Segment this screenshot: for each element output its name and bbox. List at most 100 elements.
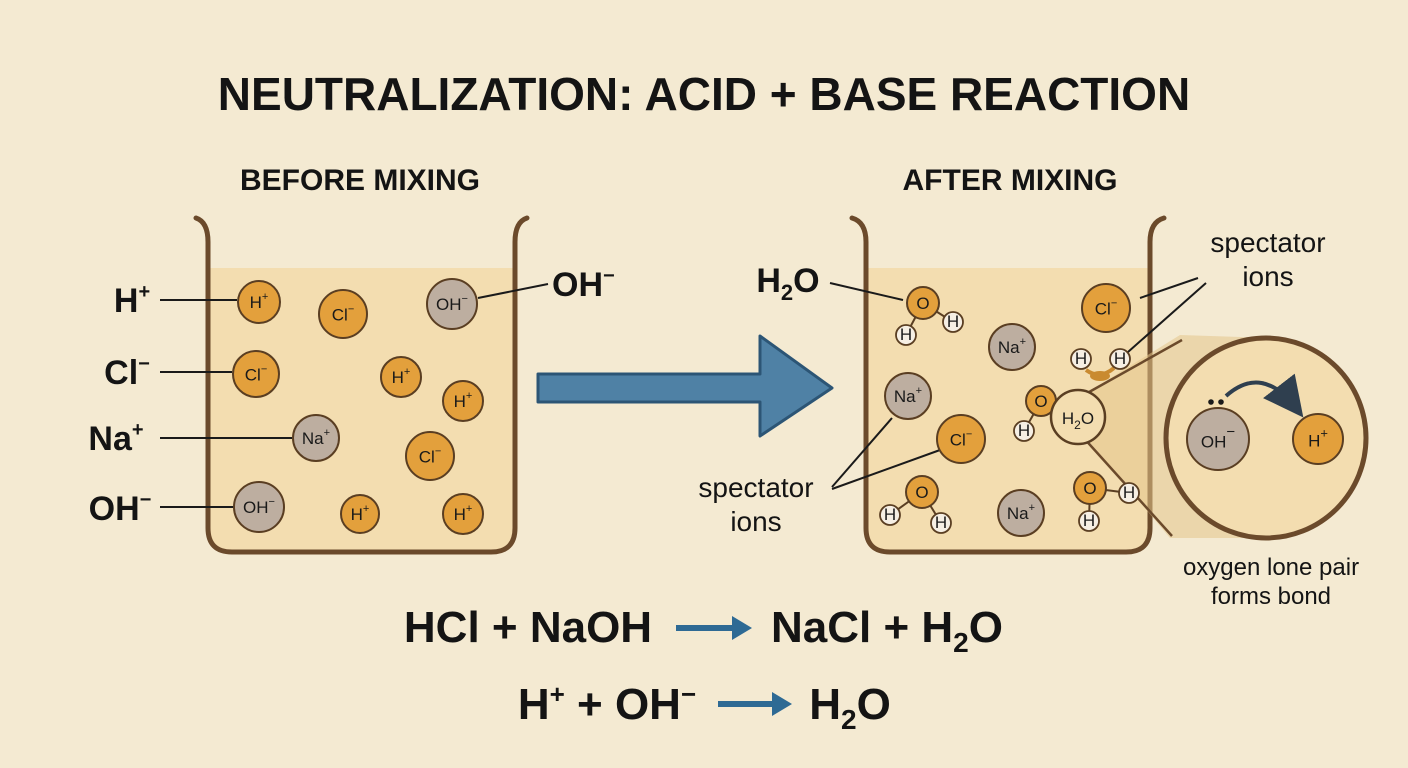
hydrogen-atom: H <box>942 311 964 333</box>
zoom-callout <box>1081 335 1369 541</box>
leader-line <box>831 417 893 488</box>
lone-pair-dot <box>1208 399 1214 405</box>
sodium-ion-text: Na+ <box>1007 502 1035 523</box>
oxygen-atom-shape <box>906 286 940 320</box>
hydrogen-atom-text: H <box>1075 349 1087 368</box>
hydrogen-atom-shape <box>930 512 952 534</box>
hydrogen-ion-text: H+ <box>351 503 370 524</box>
chloride-ion: Cl− <box>1081 283 1131 333</box>
hydrogen-ion-shape <box>340 494 380 534</box>
chloride-ion-text: Cl− <box>1095 297 1118 318</box>
oxygen-atom-shape <box>905 475 939 509</box>
ionic-equation-right: H2O <box>809 680 891 735</box>
zoom-hydroxide-ion-shape <box>1186 407 1250 471</box>
hydrogen-ion: H+ <box>237 280 281 324</box>
hydrogen-ion-shape <box>442 380 484 422</box>
hydrogen-atom-text: H <box>900 325 912 344</box>
before-beaker-outline <box>193 215 530 555</box>
hydrogen-atom-shape <box>879 504 901 526</box>
electron-arrow <box>1224 373 1304 418</box>
sodium-ion: Na+ <box>292 414 340 462</box>
hydrogen-ion: H+ <box>442 380 484 422</box>
before-heading: BEFORE MIXING <box>240 164 480 197</box>
hydrogen-atom-text: H <box>1123 483 1135 502</box>
sodium-ion-shape <box>997 489 1045 537</box>
sodium-ion: Na+ <box>884 372 932 420</box>
leader-line <box>1127 282 1207 353</box>
hydroxide-ion-shape <box>233 481 285 533</box>
sodium-ion: Na+ <box>997 489 1045 537</box>
water-zoom-source: H2O <box>1049 388 1107 446</box>
sodium-ion-text: Na+ <box>894 385 922 406</box>
hydrogen-ion: H+ <box>340 494 380 534</box>
hydrogen-atom-shape <box>1118 482 1140 504</box>
molecular-equation-left: HCl + NaOH <box>404 603 652 652</box>
hydrogen-ion-text: H+ <box>454 503 473 524</box>
before-liquid <box>208 268 515 552</box>
chloride-ion: Cl− <box>936 414 986 464</box>
chloride-ion-shape <box>1081 283 1131 333</box>
hydrogen-atom-shape <box>942 311 964 333</box>
molecular-equation-right: NaCl + H2O <box>771 603 1003 658</box>
chloride-ion-shape <box>405 431 455 481</box>
hydrogen-ion-shape <box>442 493 484 535</box>
hydrogen-atom-text: H <box>1018 421 1030 440</box>
hydrogen-ion: H+ <box>442 493 484 535</box>
hydrogen-atom: H <box>930 512 952 534</box>
chloride-ion-shape <box>232 350 280 398</box>
hydrogen-ion-text: H+ <box>250 291 269 312</box>
label-chloride-ion: Cl− <box>104 353 150 392</box>
hydrogen-atom-shape <box>895 324 917 346</box>
oxygen-atom-text: O <box>915 483 928 502</box>
particles-layer: H+Cl−OH−Cl−H+H+Na+Cl−OH−H+H+Na+Cl−Na+Cl−… <box>232 278 1344 537</box>
zoom-hydrogen-ion-shape <box>1292 413 1344 465</box>
sodium-ion: Na+ <box>988 323 1036 371</box>
hydrogen-atom: H <box>879 504 901 526</box>
hydrogen-atom-text: H <box>947 312 959 331</box>
hydroxide-ion: OH− <box>233 481 285 533</box>
after-heading: AFTER MIXING <box>903 164 1118 197</box>
zoom-circle <box>1163 335 1369 541</box>
hydrogen-ion-text: H+ <box>454 390 473 411</box>
leader-line <box>1139 277 1199 299</box>
label-hydrogen-ion: H+ <box>114 281 150 320</box>
oxygen-atom: O <box>905 475 939 509</box>
chloride-ion-text: Cl− <box>950 428 973 449</box>
sodium-ion-shape <box>884 372 932 420</box>
chloride-ion-shape <box>936 414 986 464</box>
zoom-hydroxide-ion-text: OH− <box>1201 424 1236 452</box>
oxygen-atom-text: O <box>1083 479 1096 498</box>
oxygen-atom: O <box>906 286 940 320</box>
page-title: NEUTRALIZATION: ACID + BASE REACTION <box>218 68 1190 120</box>
hydrogen-ion: H+ <box>380 356 422 398</box>
label-hydroxide-ion: OH− <box>89 489 152 528</box>
hydrogen-atom: H <box>1109 348 1131 370</box>
hydrogen-atom-shape <box>1078 510 1100 532</box>
hydrogen-atom: H <box>1070 348 1092 370</box>
hydroxide-ion-text: OH− <box>243 496 275 517</box>
hydrogen-atom-text: H <box>935 513 947 532</box>
chloride-ion: Cl− <box>405 431 455 481</box>
zoom-hydrogen-ion-text: H+ <box>1308 426 1328 451</box>
oxygen-atom: O <box>1025 385 1057 417</box>
chloride-ion-shape <box>318 289 368 339</box>
label-water: H2O <box>756 262 819 305</box>
before-beaker <box>193 215 530 555</box>
oxygen-atom-text: O <box>1034 392 1047 411</box>
hydroxide-ion-text: OH− <box>436 293 468 314</box>
lone-pair-dot <box>1218 399 1224 405</box>
hydrogen-atom-text: H <box>1083 511 1095 530</box>
hydrogen-atom-shape <box>1070 348 1092 370</box>
hydrogen-atom: H <box>1013 420 1035 442</box>
hydrogen-atom: H <box>1118 482 1140 504</box>
hydrogen-ion-shape <box>237 280 281 324</box>
sodium-ion-text: Na+ <box>998 336 1026 357</box>
sodium-ion-text: Na+ <box>302 427 330 448</box>
hydrogen-atom-shape <box>1013 420 1035 442</box>
ionic-equation-left: H+ + OH− <box>518 679 696 729</box>
leader-line <box>831 449 941 490</box>
